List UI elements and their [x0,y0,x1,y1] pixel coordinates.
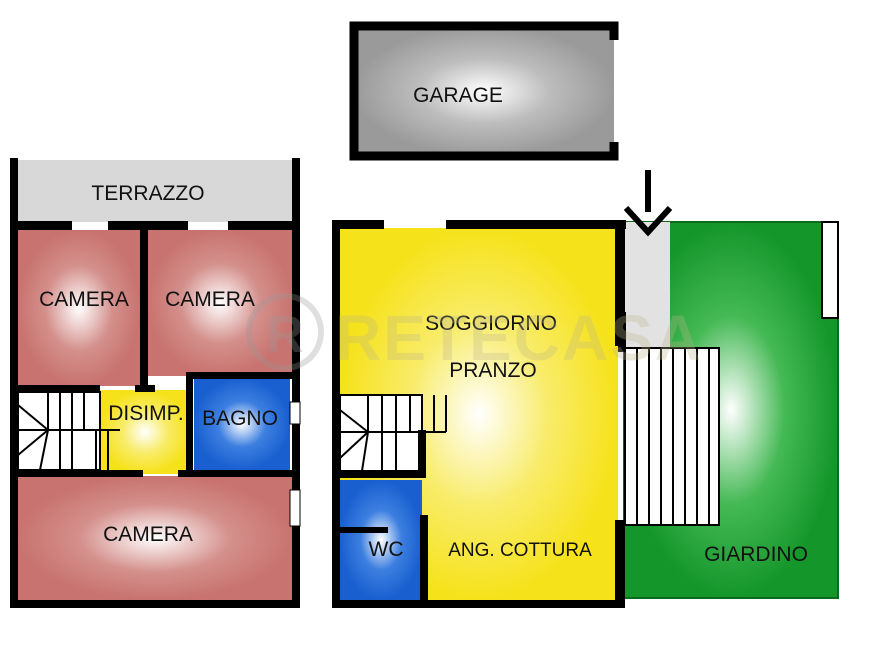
pranzo-label: PRANZO [449,359,537,382]
giardino-label: GIARDINO [704,543,808,566]
giardino-area: GIARDINO [623,221,839,599]
garage-label: GARAGE [413,84,503,107]
camera-label-3: CAMERA [103,523,193,546]
wc-room [340,480,422,600]
disimp-room [100,390,190,474]
walls [332,220,626,608]
camera-label-1: CAMERA [39,288,129,311]
staircase [17,391,120,471]
ground-floor-unit: SOGGIORNO PRANZO WC ANG. COTTURA [332,220,626,608]
svg-text:R: R [266,306,304,364]
soggiorno-label: SOGGIORNO [425,312,557,335]
cottura-label: ANG. COTTURA [448,540,592,561]
upper-floor-unit: TERRAZZO CAMERA CAMERA DISIMP. BAGNO CAM… [10,158,301,608]
retecasa-watermark: R RETECASA [246,293,703,374]
camera-room-1 [18,230,140,386]
walls [10,158,300,608]
terrazzo-label: TERRAZZO [91,182,204,205]
terrazzo-room [14,160,296,222]
svg-text:RETECASA: RETECASA [335,302,703,374]
internal-staircase [339,394,447,472]
wc-label: WC [369,538,404,561]
camera-label-2: CAMERA [165,288,255,311]
entrance-arrow-icon [623,170,673,237]
disimp-label: DISIMP. [108,402,183,425]
bagno-room [194,378,290,470]
garage-room: GARAGE [349,21,619,161]
camera-room-3 [18,476,292,600]
external-staircase [624,347,720,526]
camera-room-2 [148,230,292,376]
bagno-label: BAGNO [202,407,278,430]
